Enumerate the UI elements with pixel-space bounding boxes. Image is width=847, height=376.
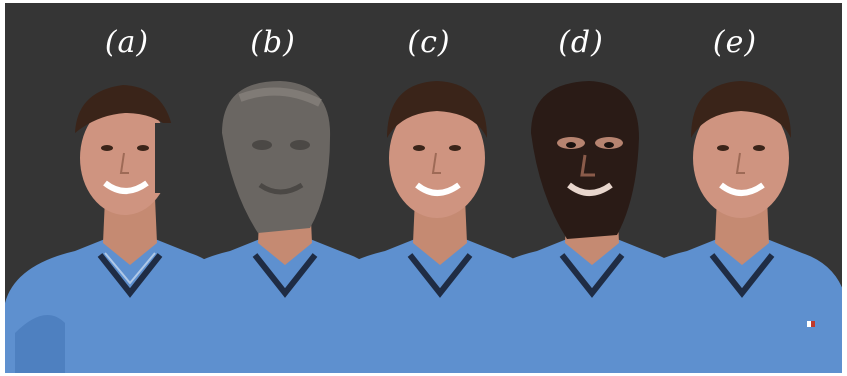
- mesh-head: [222, 81, 331, 233]
- panel-label-a: (a): [104, 25, 150, 60]
- panel-e-image: [617, 3, 842, 373]
- panel-label-c: (c): [407, 25, 451, 60]
- panel-label-b: (b): [250, 25, 296, 60]
- panel-label-e: (e): [712, 25, 758, 60]
- panel-label-d: (d): [558, 25, 604, 60]
- figure-canvas: (a) (b): [5, 3, 842, 373]
- hair: [75, 85, 173, 133]
